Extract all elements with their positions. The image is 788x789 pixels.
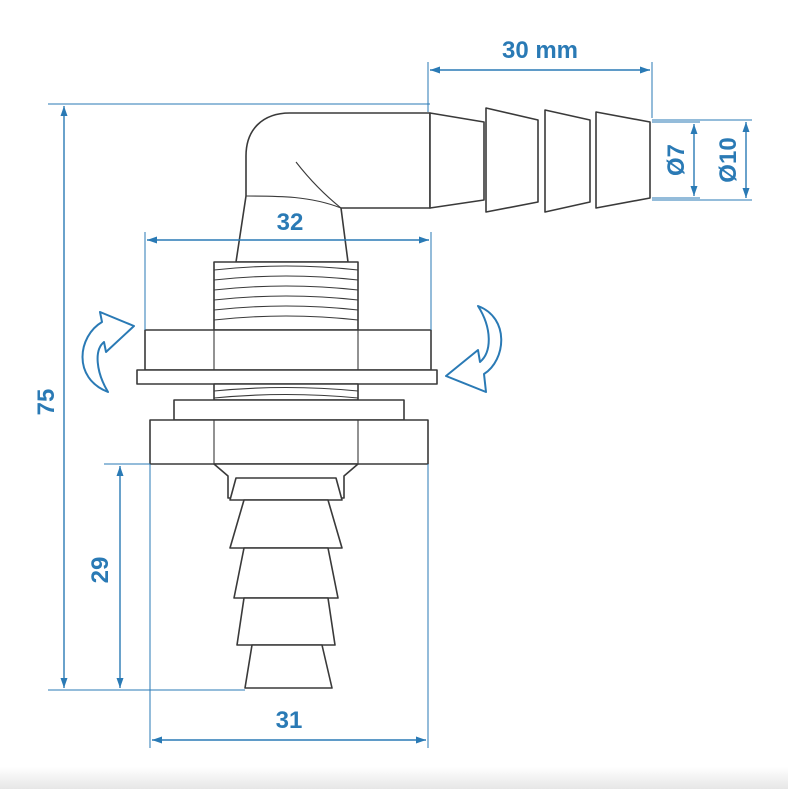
lower-length-label: 29 — [87, 557, 114, 584]
dimension-flange-width: 31 — [149, 464, 429, 748]
dimension-lower-length: 29 — [87, 463, 150, 688]
gasket — [173, 399, 405, 421]
nut-width-label: 32 — [277, 209, 304, 236]
horizontal-hose-barb — [429, 107, 651, 213]
bottom-flange — [149, 419, 429, 465]
hex-nut — [144, 329, 432, 371]
dimension-total-height: 75 — [33, 103, 430, 691]
rotate-right-icon — [445, 305, 503, 393]
washer — [136, 369, 438, 385]
dimension-spout-length: 30 mm — [427, 37, 653, 118]
flange-width-label: 31 — [276, 707, 303, 734]
vertical-hose-barb — [213, 463, 359, 689]
inner-diameter-label: Ø7 — [663, 144, 690, 176]
spout-length-label: 30 mm — [502, 37, 578, 64]
upper-thread — [213, 261, 359, 331]
bottom-strip — [0, 767, 788, 789]
dimension-nut-width: 32 — [144, 209, 432, 330]
outer-diameter-label: Ø10 — [715, 137, 742, 182]
rotate-left-icon — [81, 311, 135, 393]
dimension-diameters: Ø7 Ø10 — [652, 119, 752, 201]
total-height-label: 75 — [33, 389, 60, 416]
lower-thread — [213, 383, 359, 401]
